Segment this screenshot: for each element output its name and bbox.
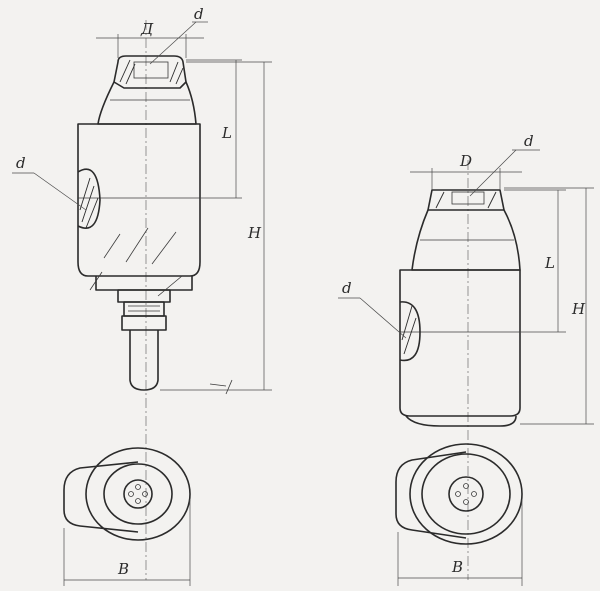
left-label-B: B (117, 560, 129, 578)
top-bore-hatch (119, 59, 184, 85)
annotation-ticks (89, 227, 233, 395)
right-insulator-front-view: D d d L H (338, 132, 594, 580)
side-bore-hatch (79, 177, 99, 229)
left-label-d-side: d (16, 154, 26, 172)
right-label-D: D (459, 152, 472, 170)
left-label-D: Д (140, 20, 154, 38)
left-insulator-front-view: Д d d L H (12, 5, 272, 580)
right-label-L: L (544, 254, 555, 272)
right-side-bore-hatch (401, 305, 417, 355)
left-insulator-top-view: B (63, 447, 191, 586)
left-label-H: H (247, 224, 262, 242)
right-label-B: B (451, 558, 463, 576)
right-label-H: H (571, 300, 586, 318)
right-top-bore-hatch (435, 191, 497, 209)
left-label-d-top: d (194, 5, 204, 23)
right-label-d-side: d (342, 279, 352, 297)
right-insulator-top-view: B (395, 443, 523, 586)
right-label-d-top: d (524, 132, 534, 150)
left-label-L: L (221, 124, 232, 142)
